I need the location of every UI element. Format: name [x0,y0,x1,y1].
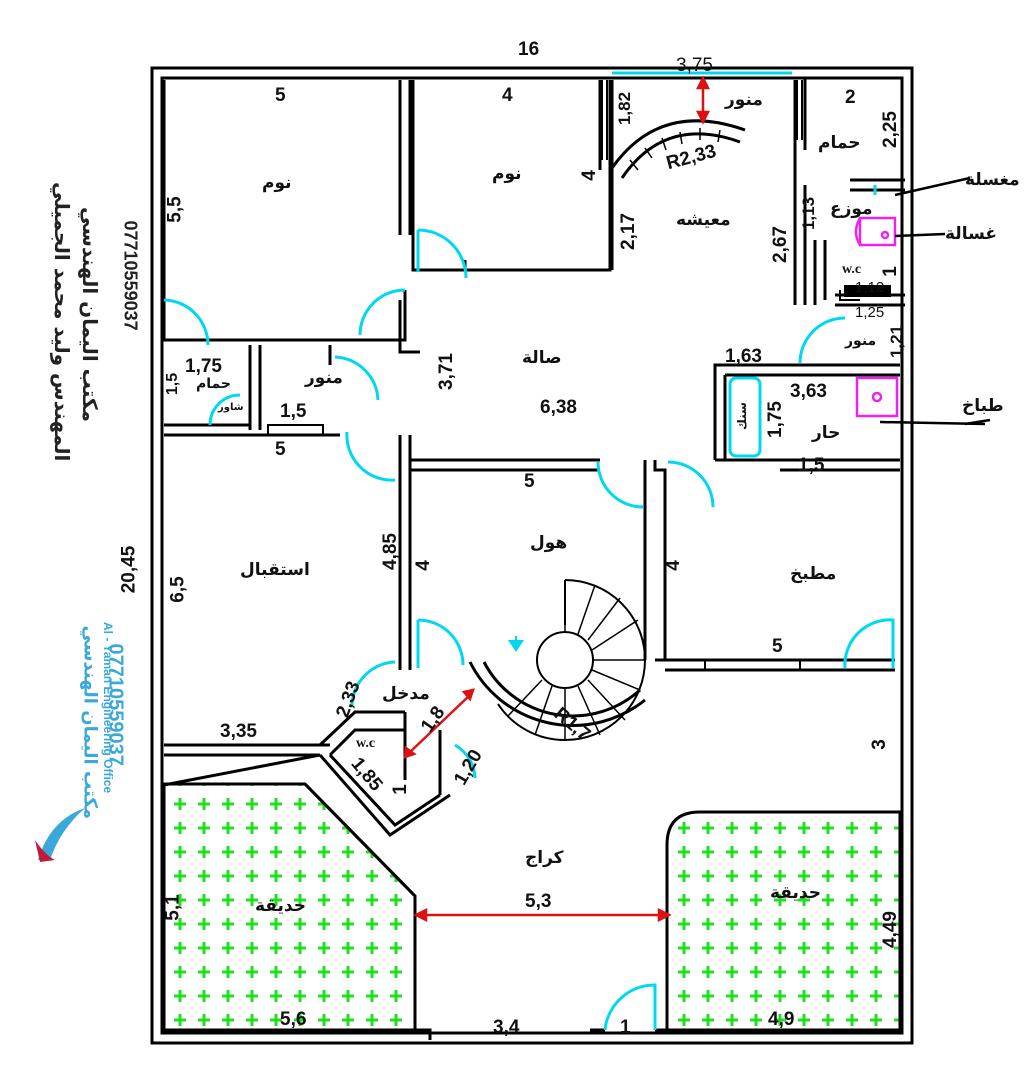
interior-walls [162,78,905,1040]
dimension-arrows [403,75,711,923]
dim-lobby-right: 4 [662,560,684,571]
label-hot-kitchen: حار [812,423,841,443]
dim-hot-kitchen-depth: 1,5 [798,455,825,476]
label-bathroom-top: حمام [818,133,861,153]
dim-wc-width: 1,12 [855,279,885,296]
dim-skylight-left-width: 1,5 [280,401,307,422]
dim-5-mid: 5 [275,439,286,460]
dim-217: 2,17 [617,213,639,250]
dim-kitchen-width: 5 [772,636,783,657]
dim-reception-depth: 6,5 [167,576,189,603]
dim-gate-1: 1 [620,1017,631,1038]
annotation-washbasin: مغسلة [965,170,1020,190]
label-reception: استقبال [240,560,310,580]
dim-bedroom1-depth: 5,5 [164,196,186,223]
label-bathroom-left: حمام [196,376,231,392]
label-garden-right: حديقة [770,883,821,903]
stair-arrow [508,640,524,652]
label-entrance: مدخل [382,684,430,704]
dim-bedroom2-width: 4 [502,85,513,106]
label-skylight-top: منور [725,90,763,110]
dim-garden-right-depth: 4,49 [879,911,901,948]
annotation-stove: طباخ [962,396,1004,416]
engineer-credit: المهندس وليد محمد الجميلي [50,182,74,462]
swoosh-logo-icon [35,808,85,862]
sink-fixture [728,376,762,458]
dim-skylight-width: 3,75 [676,55,713,76]
label-skylight-left: منور [305,368,343,388]
label-wc-top: w.c [842,262,862,277]
logo-phone: 07710559037 [104,643,127,766]
windows [267,80,803,671]
label-living: معيشه [676,210,731,230]
dim-reception-bottom: 3,35 [220,721,257,742]
outer-walls [150,66,914,1045]
dim-163: 1,63 [725,346,762,367]
annotation-washing-machine: غسالة [945,224,997,244]
garden-right-area [665,810,902,1032]
doors [163,185,895,1031]
dim-sink-depth: 1,75 [764,401,786,438]
dim-182: 1,82 [615,91,635,126]
dim-wc-depth: 1 [879,266,901,277]
label-wc-entrance: w.c [356,736,376,751]
label-shower: شاور [218,402,244,413]
dim-121: 1,21 [887,324,907,359]
dim-lobby-width: 5 [524,471,535,492]
label-hall: صالة [522,348,562,368]
label-bedroom-2: نوم [492,164,522,184]
label-lobby: هول [530,533,568,553]
phone-credit: 07710559037 [120,220,141,331]
dim-bedroom1-width: 5 [275,85,286,106]
label-garden-left: حديقة [255,896,306,916]
dim-lobby-left: 4 [412,560,434,571]
dim-3: 3 [868,739,890,750]
garden-left-area [162,782,417,1032]
label-bedroom-1: نوم [262,173,292,193]
leader-lines [879,176,991,426]
spiral-stairs [468,579,647,742]
dim-overall-width: 16 [518,39,540,60]
dim-bath-width: 2 [845,87,856,108]
dim-wc2-depth: 1 [389,784,411,795]
label-kitchen: مطبخ [790,564,837,584]
dim-overall-depth: 20,45 [118,545,140,594]
dim-bedroom2-depth: 4 [578,170,600,181]
dim-garage-width: 5,3 [525,891,552,912]
dim-garden-left-depth: 5,1 [162,894,184,921]
dim-bath-left-width: 1,75 [185,356,222,377]
dim-267: 2,67 [769,226,791,263]
dim-garden-right-width: 4,9 [768,1009,795,1030]
label-skylight-right: منور [845,333,877,349]
label-sink: سنك [734,402,749,430]
dim-485: 4,85 [379,533,401,570]
label-garage: كراج [525,848,564,868]
dim-225: 2,25 [879,111,901,148]
dim-hot-kitchen-width: 3,63 [790,381,827,402]
dim-garden-left-width: 5,6 [280,1009,307,1030]
dim-113: 1,13 [799,196,819,231]
arch-wall [610,119,746,179]
dim-bath-left-depth: 1,5 [164,372,182,396]
dim-hall-depth: 3,71 [435,353,457,390]
label-distributor: موزع [830,199,873,219]
dim-skylight-right-width: 1,25 [855,304,885,321]
fixtures [854,216,899,418]
office-credit: مكتب اليمان الهندسي [78,207,102,422]
dim-hall-width: 6,38 [540,397,577,418]
dim-gate-34: 3,4 [493,1017,520,1038]
